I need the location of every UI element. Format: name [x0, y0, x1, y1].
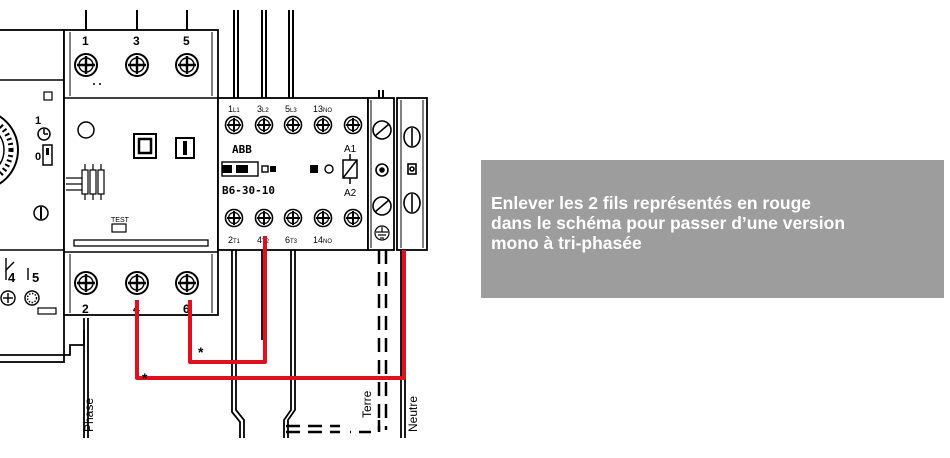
breaker-push-button[interactable]: [133, 133, 157, 159]
breaker-terminal-5-label: 5: [183, 34, 190, 48]
contactor-coil-a2-label: A2: [344, 188, 357, 199]
breaker-screw-3: [124, 52, 150, 78]
contactor-terminal-14-label: 14NO: [313, 235, 332, 245]
breaker-terminal-1-label: 1: [82, 34, 89, 48]
breaker-screw-5: [174, 52, 200, 78]
earth-icon: [374, 225, 390, 241]
breaker-test-button[interactable]: [111, 223, 127, 233]
contactor-terminal-2-label: 2T1: [228, 235, 241, 245]
timer-clock-icon: [37, 127, 51, 141]
breaker-test-label: TEST: [111, 217, 130, 224]
earth-wire: [286, 250, 388, 434]
instruction-callout: Enlever les 2 fils représentés en rouge …: [481, 160, 944, 298]
contactor-brand: ABB: [232, 143, 252, 156]
contactor-terminal-5-label: 5L3: [285, 104, 297, 114]
breaker-terminal-2-label: 2: [82, 302, 89, 316]
contactor-screw-1: [224, 115, 244, 135]
circuit-breaker: 1 3 5 TEST: [63, 29, 219, 316]
relay-contact-symbol: [5, 258, 29, 280]
contactor-coil-a1-label: A1: [344, 144, 357, 155]
contactor: 1L1 3L2 5L3 13NO ABB B6-30-10 A1 A2: [217, 97, 369, 251]
contactor-screw-5: [283, 115, 303, 135]
terminal-block-earth: [367, 97, 395, 251]
contactor-screw-a2: [343, 208, 363, 228]
breaker-symbol-icon: [66, 164, 105, 200]
wiring-diagram: 1 0 4 5 Phase: [0, 10, 428, 438]
timer-terminal-5-label: 5: [32, 270, 39, 285]
contactor-screw-4: [254, 208, 274, 228]
contactor-terminal-13-label: 13NO: [313, 104, 332, 114]
bottom-outgoing-wires: [231, 250, 296, 438]
breaker-screw-6: [174, 270, 200, 296]
red-wire-breaker6-to-contactor4: [188, 236, 267, 364]
breaker-screw-4: [124, 270, 150, 296]
instruction-line-3: mono à tri-phasée: [491, 233, 642, 253]
breaker-screw-2: [73, 270, 99, 296]
breaker-terminal-6-label: 6: [183, 302, 190, 316]
instruction-line-1: Enlever les 2 fils représentés en rouge: [491, 193, 812, 213]
top-incoming-wires: [85, 10, 294, 98]
breaker-screw-1: [73, 52, 99, 78]
wire-label-neutre: Neutre: [406, 396, 420, 432]
red-wire-breaker4-to-neutral: [135, 250, 406, 380]
timer-terminal-4-label: 4: [8, 270, 16, 285]
asterisk-upper: *: [198, 344, 204, 360]
wire-label-terre: Terre: [360, 390, 374, 418]
timer-dial-mark-1: 1: [35, 115, 41, 127]
contactor-screw-14: [313, 208, 333, 228]
contactor-screw-13: [313, 115, 333, 135]
contactor-screw-2: [224, 208, 244, 228]
asterisk-lower: *: [142, 370, 148, 386]
contactor-terminal-1-label: 1L1: [228, 104, 240, 114]
red-wires: [135, 236, 406, 380]
contactor-screw-a1: [343, 115, 363, 135]
breaker-toggle[interactable]: [175, 137, 195, 159]
timer-terminal-screws: [0, 290, 40, 306]
wire-label-phase: Phase: [82, 398, 96, 432]
coil-symbol-icon: [342, 154, 358, 184]
terminal-block-neutral: [396, 97, 428, 251]
breaker-terminal-3-label: 3: [133, 34, 140, 48]
contactor-screw-3: [254, 115, 274, 135]
contactor-terminal-3-label: 3L2: [257, 104, 269, 114]
contactor-terminal-6-label: 6T3: [285, 235, 298, 245]
contactor-model: B6-30-10: [222, 184, 275, 197]
contactor-indicator: [221, 161, 276, 177]
timer-module: 1 0 4 5: [0, 29, 65, 363]
terminal-wires-top: [378, 90, 384, 98]
timer-dial: [0, 115, 19, 185]
breaker-indicator: [77, 121, 95, 139]
phase-wire: [0, 318, 89, 438]
contactor-screw-6: [283, 208, 303, 228]
timer-dial-mark-0: 0: [35, 151, 41, 163]
instruction-line-2: dans le schéma pour passer d’une version: [491, 213, 846, 233]
timer-adjust-screw[interactable]: [33, 205, 49, 221]
